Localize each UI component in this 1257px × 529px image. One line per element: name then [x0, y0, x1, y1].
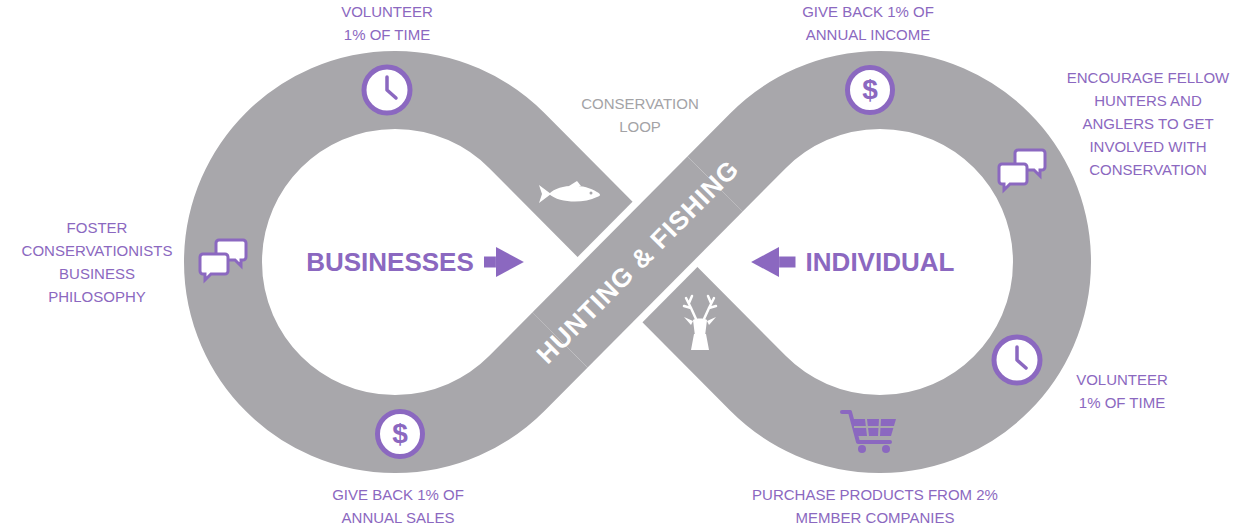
- deer-ear: [684, 317, 693, 325]
- annotation-label: VOLUNTEER 1% OF TIME: [1070, 368, 1174, 414]
- deer-icon: [684, 296, 716, 350]
- annotation-label: PURCHASE PRODUCTS FROM 2% MEMBER COMPANI…: [750, 483, 1000, 529]
- clock-face: [994, 337, 1040, 383]
- dollar-badge: $: [845, 65, 895, 115]
- annotation-label: GIVE BACK 1% OF ANNUAL SALES: [322, 483, 474, 529]
- group-heading: BUSINESSES: [302, 245, 478, 280]
- annotation-label: FOSTER CONSERVATIONISTS BUSINESS PHILOSO…: [17, 216, 177, 308]
- arrow-connector: [779, 257, 795, 268]
- annotation-label: CONSERVATION LOOP: [574, 92, 706, 138]
- cart-grid: [854, 419, 894, 436]
- arrow-connector: [484, 257, 496, 268]
- annotation-label: GIVE BACK 1% OF ANNUAL INCOME: [792, 0, 944, 46]
- fish-icon: [539, 181, 600, 203]
- clock-face: [364, 67, 410, 113]
- node-text: $: [862, 76, 878, 104]
- cart-wheel: [882, 445, 890, 453]
- annotation-label: VOLUNTEER 1% OF TIME: [335, 0, 439, 46]
- cart-basket: [852, 419, 896, 436]
- node-text: $: [392, 420, 408, 448]
- clock-icon: [994, 337, 1040, 383]
- fish-fin: [569, 181, 581, 186]
- group-heading: INDIVIDUAL: [802, 245, 959, 280]
- cart-wheel: [858, 445, 866, 453]
- node-text: BUSINESSES: [306, 247, 474, 278]
- fish-body: [549, 186, 600, 202]
- clock-hands: [387, 77, 396, 98]
- node-text: INDIVIDUAL: [806, 247, 955, 278]
- chat-bubble: [200, 254, 228, 280]
- chat-icon: [200, 240, 246, 280]
- deer-antler: [704, 296, 716, 319]
- annotation-label: ENCOURAGE FELLOW HUNTERS AND ANGLERS TO …: [1060, 66, 1236, 181]
- fish-eye: [590, 192, 593, 195]
- cart-icon: [842, 412, 896, 453]
- chat-bubble: [999, 164, 1027, 190]
- deer-face: [693, 319, 707, 341]
- dollar-badge: $: [375, 409, 425, 459]
- clock-icon: [364, 67, 410, 113]
- infinity-band: [223, 90, 1052, 434]
- deer-antler: [684, 296, 696, 319]
- deer-ear: [707, 317, 716, 325]
- clock-hands: [1017, 347, 1026, 368]
- chat-icon: [999, 150, 1045, 190]
